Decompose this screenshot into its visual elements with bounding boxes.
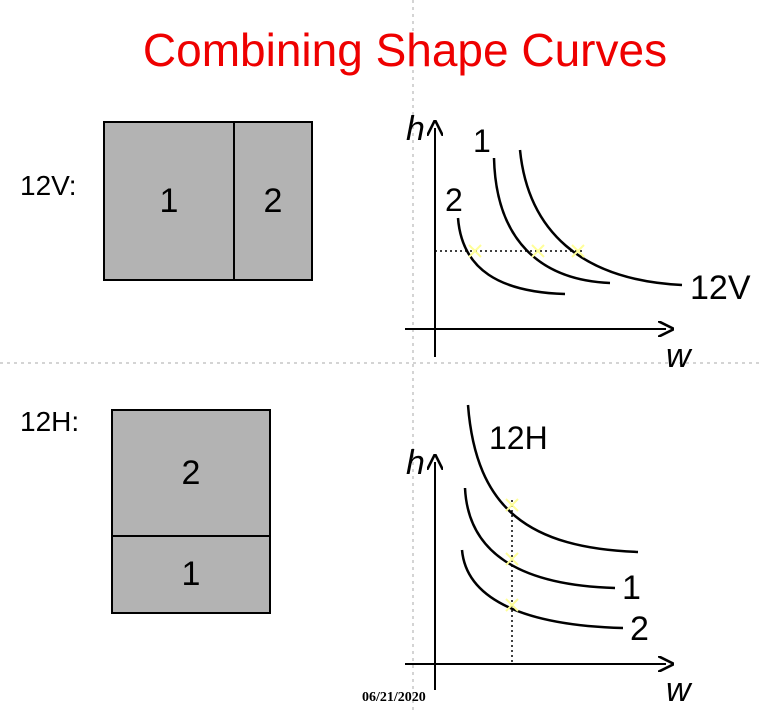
block-12h-2: 2 xyxy=(111,409,271,537)
block-label: 2 xyxy=(181,453,201,492)
row-label-12v: 12V: xyxy=(20,170,77,201)
curve-label-1: 1 xyxy=(473,123,491,159)
curve-label-2: 2 xyxy=(630,610,649,648)
curve-12h xyxy=(466,404,639,554)
curve-label-2: 2 xyxy=(445,182,463,218)
row-label-12h: 12H: xyxy=(20,406,80,437)
marker-x xyxy=(571,244,585,258)
footer-date: 06/21/2020 xyxy=(362,690,426,705)
marker-x xyxy=(468,244,482,258)
curve-1 xyxy=(463,487,616,590)
marker-x xyxy=(505,498,519,512)
curve-label-1: 1 xyxy=(622,569,641,607)
curve-1 xyxy=(492,157,611,285)
shape-curve-graph-12v: h w 1 2 12V xyxy=(405,110,751,370)
x-axis-label: w xyxy=(666,671,693,709)
marker-x xyxy=(505,552,519,566)
block-12h-1: 1 xyxy=(111,535,271,614)
curve-12v xyxy=(518,149,683,287)
x-axis-label: w xyxy=(666,337,693,370)
block-label: 2 xyxy=(263,181,283,220)
block-12v-1: 1 xyxy=(103,121,235,281)
marker-x xyxy=(505,598,519,612)
page-title: Combining Shape Curves xyxy=(142,24,668,76)
block-label: 1 xyxy=(159,181,179,220)
shape-curve-graph-12h: h w 12H 1 2 xyxy=(405,404,693,709)
block-12v-2: 2 xyxy=(233,121,313,281)
block-label: 1 xyxy=(181,555,201,593)
marker-x xyxy=(531,244,545,258)
curve-2 xyxy=(460,549,624,630)
y-axis-label: h xyxy=(406,444,425,482)
y-axis-label: h xyxy=(406,110,425,148)
curve-label-12v: 12V xyxy=(690,269,751,307)
curve-label-12h: 12H xyxy=(489,420,548,456)
curve-2 xyxy=(456,217,566,296)
